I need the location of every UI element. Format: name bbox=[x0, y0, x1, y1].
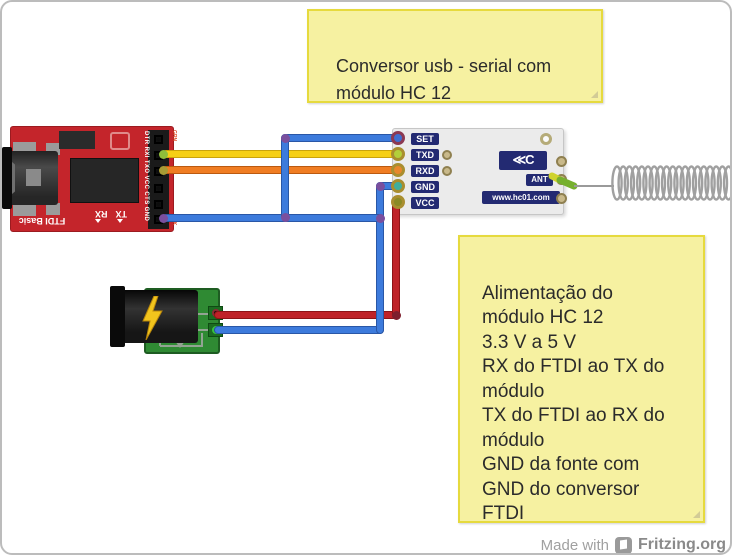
footer: Made with Fritzing.org bbox=[2, 535, 726, 554]
hc12-ant-label: ANT bbox=[526, 174, 553, 186]
hc12-set-label: SET bbox=[411, 133, 439, 145]
bendpoint[interactable] bbox=[376, 182, 385, 191]
ftdi-pin-rxi[interactable] bbox=[154, 151, 163, 160]
note-top[interactable]: Conversor usb - serial com módulo HC 12 bbox=[307, 9, 603, 103]
bendpoint[interactable] bbox=[281, 213, 290, 222]
ftdi-pin-gnd[interactable] bbox=[154, 215, 163, 224]
ftdi-grn-label: GRN bbox=[171, 130, 177, 142]
ftdi-capacitor bbox=[110, 132, 130, 150]
gnd-wire-supply[interactable] bbox=[214, 326, 384, 334]
ftdi-usb-connector bbox=[4, 151, 58, 205]
hc12-vcc-label: VCC bbox=[411, 197, 439, 209]
ftdi-txrx-silk: TX RX bbox=[89, 207, 133, 219]
hc12-rxd-label: RXD bbox=[411, 165, 439, 177]
note-resize-handle-icon[interactable] bbox=[591, 91, 598, 98]
wire-end-cap[interactable] bbox=[159, 214, 168, 223]
hc12-board[interactable]: SET TXD RXD GND VCC ≪C ANT www.hc01.com bbox=[392, 128, 567, 215]
ftdi-tx-label: TX bbox=[115, 209, 128, 219]
hc12-pin-txd[interactable] bbox=[391, 147, 405, 161]
ftdi-pad bbox=[46, 203, 60, 215]
usb-slot bbox=[26, 169, 41, 186]
ftdi-pin-cts[interactable] bbox=[154, 200, 163, 209]
bendpoint[interactable] bbox=[376, 214, 385, 223]
gnd-wire-vertical-right[interactable] bbox=[376, 182, 384, 334]
hc12-pin-rxd[interactable] bbox=[391, 163, 405, 177]
gnd-wire-ftdi[interactable] bbox=[162, 214, 384, 222]
antenna-coil[interactable] bbox=[542, 152, 732, 212]
hc12-mounting-hole bbox=[540, 133, 552, 145]
made-with-label: Made with bbox=[540, 536, 610, 554]
gnd-wire-to-set[interactable] bbox=[283, 134, 399, 142]
fritzing-flag bbox=[620, 539, 628, 549]
hc12-hole-pad bbox=[442, 150, 452, 160]
note-bottom[interactable]: Alimentação do módulo HC 12 3.3 V a 5 V … bbox=[458, 235, 705, 525]
hc12-right-pad bbox=[556, 156, 567, 167]
hc12-txd-label: TXD bbox=[411, 149, 439, 161]
ftdi-board[interactable]: TX RX FTDI Basic DTR RXI TXO VCC CTS GND… bbox=[10, 126, 177, 232]
hc12-gnd-label: GND bbox=[411, 181, 439, 193]
barrel-jack-endcap bbox=[110, 286, 125, 347]
bendpoint[interactable] bbox=[392, 311, 401, 320]
gnd-wire-vertical-left[interactable] bbox=[281, 134, 289, 220]
rx-arrow-icon bbox=[117, 219, 123, 223]
hc12-pin-vcc[interactable] bbox=[391, 195, 405, 209]
ftdi-chip bbox=[70, 158, 139, 203]
note-bottom-text: Alimentação do módulo HC 12 3.3 V a 5 V … bbox=[482, 282, 665, 525]
ftdi-pad bbox=[13, 203, 36, 216]
hc12-pin-gnd[interactable] bbox=[391, 179, 405, 193]
tx-arrow-icon bbox=[95, 219, 101, 223]
vcc-wire-vertical[interactable] bbox=[392, 200, 400, 319]
ftdi-pin-txo[interactable] bbox=[154, 167, 163, 176]
note-top-text: Conversor usb - serial com módulo HC 12 bbox=[336, 56, 552, 103]
hc12-right-pad bbox=[556, 193, 567, 204]
ftdi-pin-vcc[interactable] bbox=[154, 184, 163, 193]
wire-end-cap[interactable] bbox=[159, 166, 168, 175]
wire-end-cap[interactable] bbox=[159, 150, 168, 159]
lightning-bolt-icon bbox=[142, 296, 163, 340]
ftdi-crystal bbox=[59, 131, 95, 149]
hc12-url-label: www.hc01.com bbox=[482, 191, 560, 204]
hc12-pin-set[interactable] bbox=[391, 131, 405, 145]
vcc-wire-horizontal[interactable] bbox=[214, 311, 400, 319]
ftdi-name-silk: FTDI Basic bbox=[18, 216, 66, 226]
ftdi-pin-dtr[interactable] bbox=[154, 135, 163, 144]
hc12-logo: ≪C bbox=[499, 151, 547, 170]
hc12-hole-pad bbox=[442, 166, 452, 176]
fritzing-logo-icon bbox=[615, 536, 633, 553]
bendpoint[interactable] bbox=[281, 134, 290, 143]
ftdi-pin-labels: DTR RXI TXO VCC CTS GND bbox=[143, 131, 149, 222]
ftdi-rx-label: RX bbox=[94, 209, 108, 219]
usb-endcap bbox=[2, 147, 12, 209]
note-resize-handle-icon[interactable] bbox=[693, 511, 700, 518]
fritzing-brand-label: Fritzing.org bbox=[638, 536, 726, 553]
